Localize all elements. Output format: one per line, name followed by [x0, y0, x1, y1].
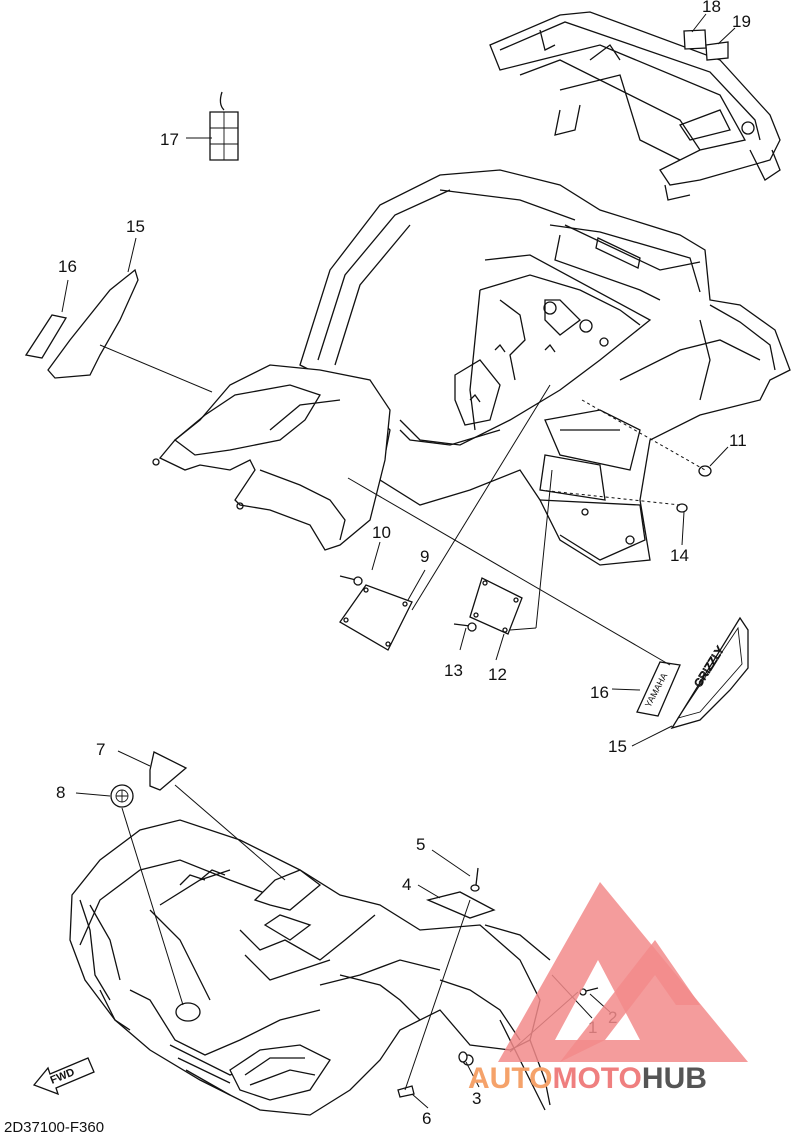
rear-fender — [299, 169, 791, 566]
callout-10: 10 — [372, 523, 391, 542]
callout-16-second: 16 — [590, 683, 609, 702]
callout-18: 18 — [702, 0, 721, 16]
decal-part-16-left — [24, 314, 68, 359]
callout-5: 5 — [416, 835, 425, 854]
cover-plate-part-12 — [469, 577, 523, 635]
watermark-auto: AUTO — [468, 1062, 552, 1095]
callout-13: 13 — [444, 661, 463, 680]
decal-part-15-left — [47, 268, 139, 379]
emblem-part-8 — [110, 784, 134, 808]
decal-part-16-right: YAMAHA — [636, 661, 681, 717]
callout-8: 8 — [56, 783, 65, 802]
bolt-part-2 — [579, 987, 599, 996]
callout-14: 14 — [670, 546, 689, 565]
rear-carrier — [489, 11, 781, 201]
decal-part-7 — [149, 751, 188, 791]
automotohub-watermark: AUTOMOTOHUB — [468, 882, 748, 1095]
callout-12: 12 — [488, 665, 507, 684]
fwd-arrow: FWD — [32, 1057, 95, 1096]
callout-4: 4 — [402, 875, 411, 894]
callout-16: 16 — [58, 257, 77, 276]
callout-17: 17 — [160, 130, 179, 149]
drawing-code: 2D37100-F360 — [4, 1119, 104, 1136]
callout-15: 15 — [126, 217, 145, 236]
grommet-part-11 — [698, 465, 712, 477]
watermark-hub: HUB — [642, 1062, 707, 1095]
screw-part-10 — [339, 575, 363, 586]
decal-part-4 — [425, 891, 496, 919]
screw-part-5 — [470, 867, 480, 892]
warning-tag-part-17 — [209, 91, 239, 161]
callout-7: 7 — [96, 740, 105, 759]
front-fender — [69, 819, 551, 1116]
grommet-part-3 — [458, 1051, 468, 1063]
screw-part-13 — [453, 622, 477, 632]
callout-3: 3 — [472, 1089, 481, 1108]
svg-text:AUTOMOTOHUB: AUTOMOTOHUB — [468, 1062, 707, 1095]
callout-6: 6 — [422, 1109, 431, 1128]
cover-plate-part-9 — [339, 584, 413, 651]
grommet-part-14 — [676, 503, 688, 513]
decal-part-15-right: GRIZZLY — [670, 616, 749, 730]
callout-19: 19 — [732, 12, 751, 31]
clip-part-6 — [397, 1085, 415, 1098]
watermark-moto: MOTO — [552, 1062, 641, 1095]
callout-11: 11 — [729, 431, 747, 450]
callout-9: 9 — [420, 547, 429, 566]
label-part-19 — [705, 41, 729, 61]
label-part-18 — [683, 29, 707, 50]
rear-side-panel-left — [152, 364, 391, 551]
callout-15-second: 15 — [608, 737, 627, 756]
